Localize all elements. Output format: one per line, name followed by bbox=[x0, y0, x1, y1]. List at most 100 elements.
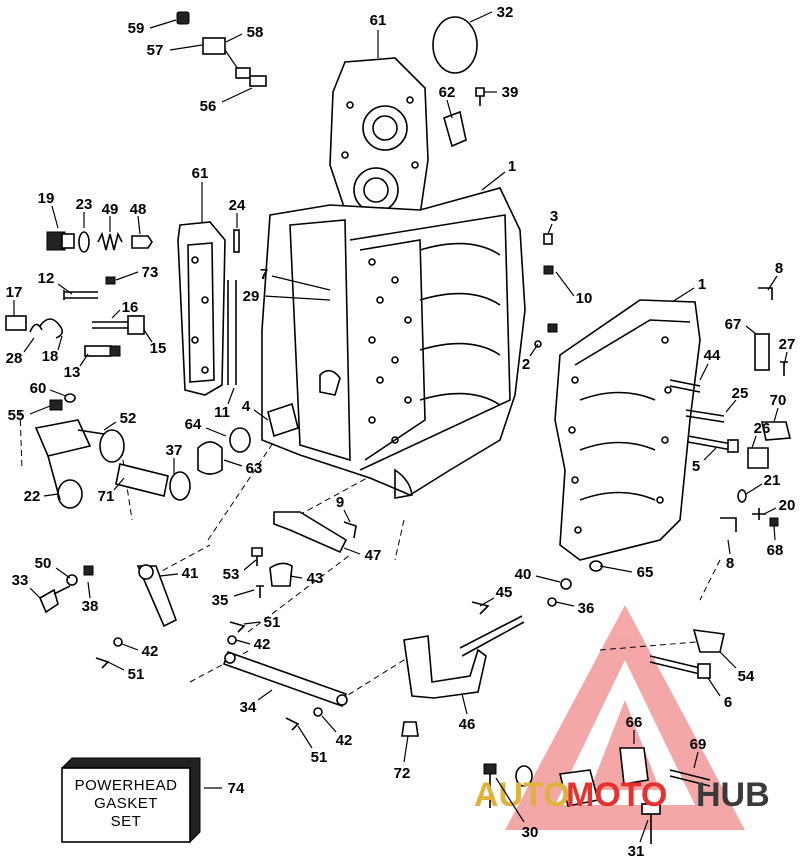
callout-label-c49: 49 bbox=[102, 201, 119, 218]
callout-label-c11: 11 bbox=[214, 404, 230, 421]
callout-leader-c44 bbox=[699, 363, 709, 381]
callout-label-c26: 26 bbox=[754, 420, 771, 437]
gasket-box-line2: GASKET bbox=[94, 795, 158, 812]
callout-label-c67: 67 bbox=[725, 316, 742, 333]
callout-label-c42c: 42 bbox=[336, 732, 353, 749]
callout-leader-c7 bbox=[271, 275, 331, 291]
callout-label-c31: 31 bbox=[628, 843, 645, 859]
callout-label-c5: 5 bbox=[692, 458, 700, 475]
callout-label-c22: 22 bbox=[24, 488, 41, 505]
callout-leader-c21 bbox=[745, 483, 763, 495]
callout-leader-c2 bbox=[529, 343, 539, 357]
small-parts bbox=[5, 11, 792, 844]
callout-label-c46: 46 bbox=[459, 716, 476, 733]
callout-label-c30: 30 bbox=[522, 824, 539, 841]
callout-leader-c56 bbox=[221, 87, 253, 103]
callout-label-c33: 33 bbox=[12, 572, 29, 589]
callout-label-c35: 35 bbox=[212, 592, 229, 609]
callout-label-c18: 18 bbox=[42, 348, 59, 365]
callout-label-c23: 23 bbox=[76, 196, 93, 213]
callout-label-c16: 16 bbox=[122, 299, 139, 316]
callout-label-c2: 2 bbox=[522, 356, 530, 373]
callout-label-c51b: 51 bbox=[128, 666, 145, 683]
callout-leader-c59 bbox=[149, 19, 177, 29]
callout-label-c27: 27 bbox=[779, 336, 796, 353]
callout-label-c63: 63 bbox=[246, 460, 263, 477]
callout-leader-c50 bbox=[55, 567, 71, 579]
callout-leader-c11 bbox=[227, 387, 235, 405]
callout-leader-c1b bbox=[671, 287, 695, 303]
callout-leader-c52 bbox=[103, 421, 117, 431]
callout-label-c56: 56 bbox=[200, 98, 217, 115]
watermark-part1: AUTO bbox=[474, 776, 570, 814]
callout-label-c4: 4 bbox=[242, 398, 251, 415]
callout-label-c54: 54 bbox=[738, 668, 755, 685]
callout-leader-c32 bbox=[469, 11, 493, 23]
callout-label-c1a: 1 bbox=[508, 158, 516, 175]
callout-leader-c51a bbox=[243, 621, 261, 625]
callout-label-c21: 21 bbox=[764, 472, 781, 489]
callout-leader-c70 bbox=[773, 407, 779, 423]
callout-label-c38: 38 bbox=[82, 598, 99, 615]
callout-label-c66: 66 bbox=[626, 714, 643, 731]
callout-label-c55: 55 bbox=[8, 407, 25, 424]
callout-leader-c5 bbox=[703, 447, 717, 461]
callout-label-c45: 45 bbox=[496, 584, 513, 601]
callout-label-c41: 41 bbox=[182, 565, 199, 582]
callout-leader-c6 bbox=[707, 677, 721, 697]
callout-leader-c42a bbox=[235, 639, 251, 645]
callout-leader-c62 bbox=[446, 99, 453, 119]
callout-leader-c38 bbox=[87, 581, 91, 599]
callout-leader-c4 bbox=[253, 409, 269, 421]
callout-label-c47: 47 bbox=[365, 547, 382, 564]
callout-label-c42a: 42 bbox=[254, 636, 271, 653]
callout-leader-c46 bbox=[461, 693, 468, 715]
callout-label-c71: 71 bbox=[98, 488, 115, 505]
callout-leader-c63 bbox=[223, 459, 243, 467]
callout-label-c48: 48 bbox=[130, 201, 147, 218]
exhaust-cover bbox=[177, 221, 226, 396]
callout-leader-c8b bbox=[727, 539, 731, 555]
callout-leader-c73 bbox=[115, 271, 139, 281]
callout-label-c7: 7 bbox=[260, 266, 268, 283]
callout-leader-c16 bbox=[111, 309, 121, 319]
callout-label-c60: 60 bbox=[30, 380, 47, 397]
callout-leader-c26 bbox=[751, 435, 757, 449]
callout-leader-c12 bbox=[57, 283, 73, 295]
callout-label-c8b: 8 bbox=[726, 555, 734, 572]
callout-leader-c54 bbox=[719, 651, 737, 669]
callout-leader-c47 bbox=[343, 547, 361, 555]
callout-leader-c41 bbox=[159, 573, 179, 577]
callout-label-c24: 24 bbox=[229, 197, 246, 214]
callout-label-c28: 28 bbox=[6, 350, 23, 367]
callout-leader-c33 bbox=[29, 587, 41, 599]
callout-leader-c9 bbox=[343, 509, 351, 523]
callout-label-c50: 50 bbox=[35, 555, 52, 572]
callout-leader-c3 bbox=[547, 223, 553, 235]
callout-label-c70: 70 bbox=[770, 392, 787, 409]
callout-label-c25: 25 bbox=[732, 385, 749, 402]
callout-label-c37: 37 bbox=[166, 442, 183, 459]
gasket-box-line1: POWERHEAD bbox=[75, 777, 178, 794]
callout-label-c43: 43 bbox=[307, 570, 324, 587]
callout-leader-c45 bbox=[479, 597, 495, 607]
callout-label-c17: 17 bbox=[6, 284, 23, 301]
callout-label-c52: 52 bbox=[120, 410, 137, 427]
callout-label-c73: 73 bbox=[142, 264, 159, 281]
watermark-part3: HUB bbox=[696, 776, 770, 814]
callout-label-c72: 72 bbox=[394, 765, 411, 782]
gasket-box-line3: SET bbox=[111, 813, 142, 830]
callout-leader-c71 bbox=[113, 477, 125, 491]
callout-label-c57: 57 bbox=[147, 42, 164, 59]
callout-label-c74: 74 bbox=[228, 780, 245, 797]
callout-leader-c42c bbox=[321, 715, 337, 733]
callout-leader-c30 bbox=[495, 777, 525, 823]
callout-label-c32: 32 bbox=[497, 4, 514, 21]
callout-label-c53: 53 bbox=[223, 566, 240, 583]
crankcase-cylinder-block bbox=[261, 57, 526, 499]
callout-label-c9: 9 bbox=[336, 494, 344, 511]
callout-label-c10: 10 bbox=[576, 290, 593, 307]
callout-label-c19: 19 bbox=[38, 190, 55, 207]
callout-leader-c69 bbox=[693, 751, 699, 769]
